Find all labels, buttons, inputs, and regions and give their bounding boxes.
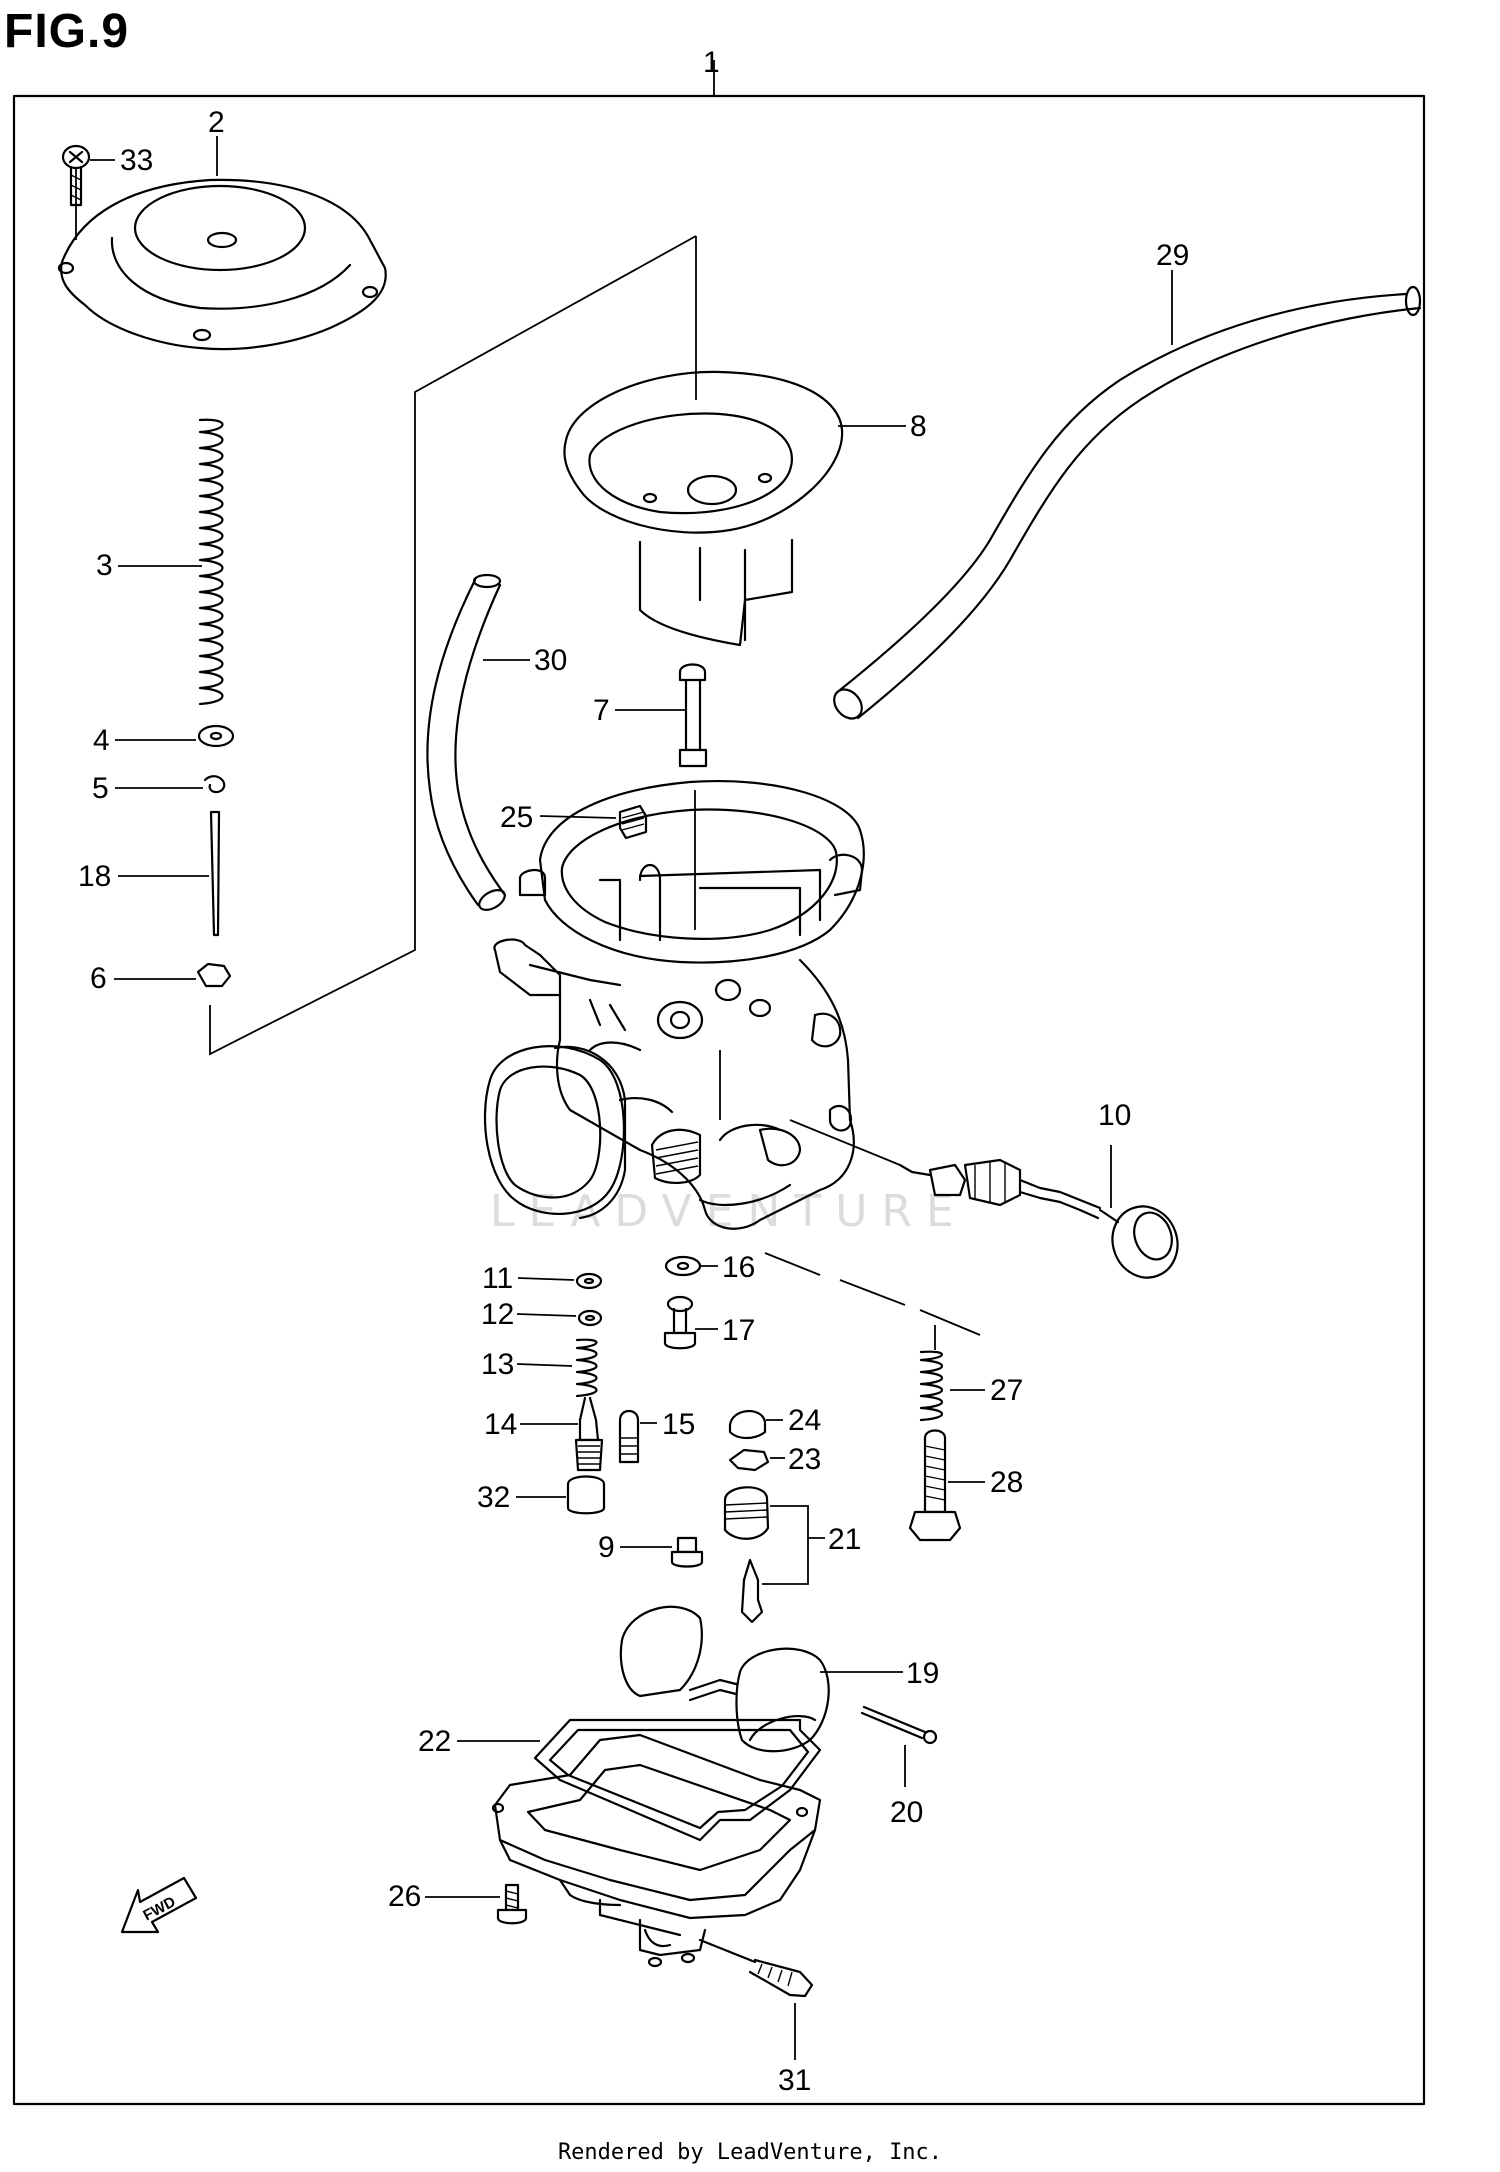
callout-26: 26 (388, 1880, 421, 1913)
callout-32: 32 (477, 1481, 510, 1514)
part-holder-6 (196, 962, 232, 988)
part-drain-screw-31 (698, 1938, 814, 1998)
callout-3: 3 (96, 549, 113, 582)
part-screw-7 (678, 663, 708, 768)
part-spring-27 (919, 1350, 943, 1422)
callout-11: 11 (482, 1262, 513, 1295)
part-jet-15 (618, 1409, 640, 1464)
part-screw-28 (908, 1429, 962, 1542)
callout-27: 27 (990, 1374, 1023, 1407)
part-hose-30 (426, 573, 507, 911)
callout-5: 5 (92, 772, 109, 805)
cable-line (789, 1119, 901, 1166)
fwd-arrow: FWD (120, 1876, 198, 1934)
callout-22: 22 (418, 1725, 451, 1758)
part-oring-12 (577, 1309, 603, 1327)
callout-7: 7 (593, 694, 610, 727)
part-spring-13 (575, 1338, 598, 1398)
part-jet-9 (670, 1536, 704, 1568)
callout-25: 25 (500, 801, 533, 834)
callout-12: 12 (481, 1298, 514, 1331)
callout-15: 15 (662, 1408, 695, 1441)
callout-31: 31 (778, 2064, 811, 2097)
callout-labels: 1 2 3 4 5 6 7 8 9 10 11 12 13 14 15 16 1… (78, 46, 1189, 2097)
part-oring-23 (728, 1448, 770, 1472)
callout-2: 2 (208, 106, 225, 139)
part-float-19 (619, 1605, 830, 1753)
part-hose-29 (833, 285, 1422, 720)
callout-8: 8 (910, 410, 927, 443)
callout-23: 23 (788, 1443, 821, 1476)
callout-30: 30 (534, 644, 567, 677)
callout-9: 9 (598, 1531, 615, 1564)
part-screw-17 (663, 1295, 697, 1350)
part-washer-16 (664, 1255, 702, 1277)
callout-29: 29 (1156, 239, 1189, 272)
callout-1: 1 (703, 46, 720, 79)
carburetor-body (483, 780, 865, 1230)
callout-18: 18 (78, 860, 111, 893)
part-diaphragm-8 (563, 370, 844, 647)
part-starter-plunger-10 (898, 1158, 1179, 1279)
part-pilot-screw-14 (574, 1396, 604, 1472)
callout-4: 4 (93, 724, 110, 757)
part-cap-32 (566, 1475, 606, 1515)
part-washer-4 (197, 724, 235, 748)
callout-20: 20 (890, 1796, 923, 1829)
callout-33: 33 (120, 144, 153, 177)
callout-17: 17 (722, 1314, 755, 1347)
part-spring-3 (198, 418, 224, 706)
callout-13: 13 (481, 1348, 514, 1381)
assembly-frame (12, 94, 1426, 2106)
part-needle-18 (209, 810, 221, 937)
part-needle-jet-21 (723, 1486, 770, 1624)
part-top-cover (57, 178, 387, 351)
part-plug-25 (618, 804, 648, 840)
part-clip-5 (203, 775, 226, 794)
callout-19: 19 (906, 1657, 939, 1690)
float-bowl (491, 1733, 822, 1968)
figure-title: FIG.9 (4, 5, 130, 58)
leader-lines (75, 60, 1173, 2060)
render-credit: Rendered by LeadVenture, Inc. (557, 2140, 943, 2165)
callout-16: 16 (722, 1251, 755, 1284)
part-cap-24 (728, 1410, 767, 1440)
part-screw-26 (496, 1883, 528, 1925)
part-washer-11 (575, 1272, 603, 1290)
dashed-link-27 (764, 1252, 981, 1336)
callout-14: 14 (484, 1408, 517, 1441)
callout-6: 6 (90, 962, 107, 995)
part-pin-20 (860, 1705, 938, 1745)
part-gasket-22 (533, 1718, 822, 1842)
callout-10: 10 (1098, 1099, 1131, 1132)
callout-21: 21 (828, 1523, 861, 1556)
bracket-21 (762, 1505, 809, 1585)
callout-28: 28 (990, 1466, 1023, 1499)
callout-24: 24 (788, 1404, 821, 1437)
